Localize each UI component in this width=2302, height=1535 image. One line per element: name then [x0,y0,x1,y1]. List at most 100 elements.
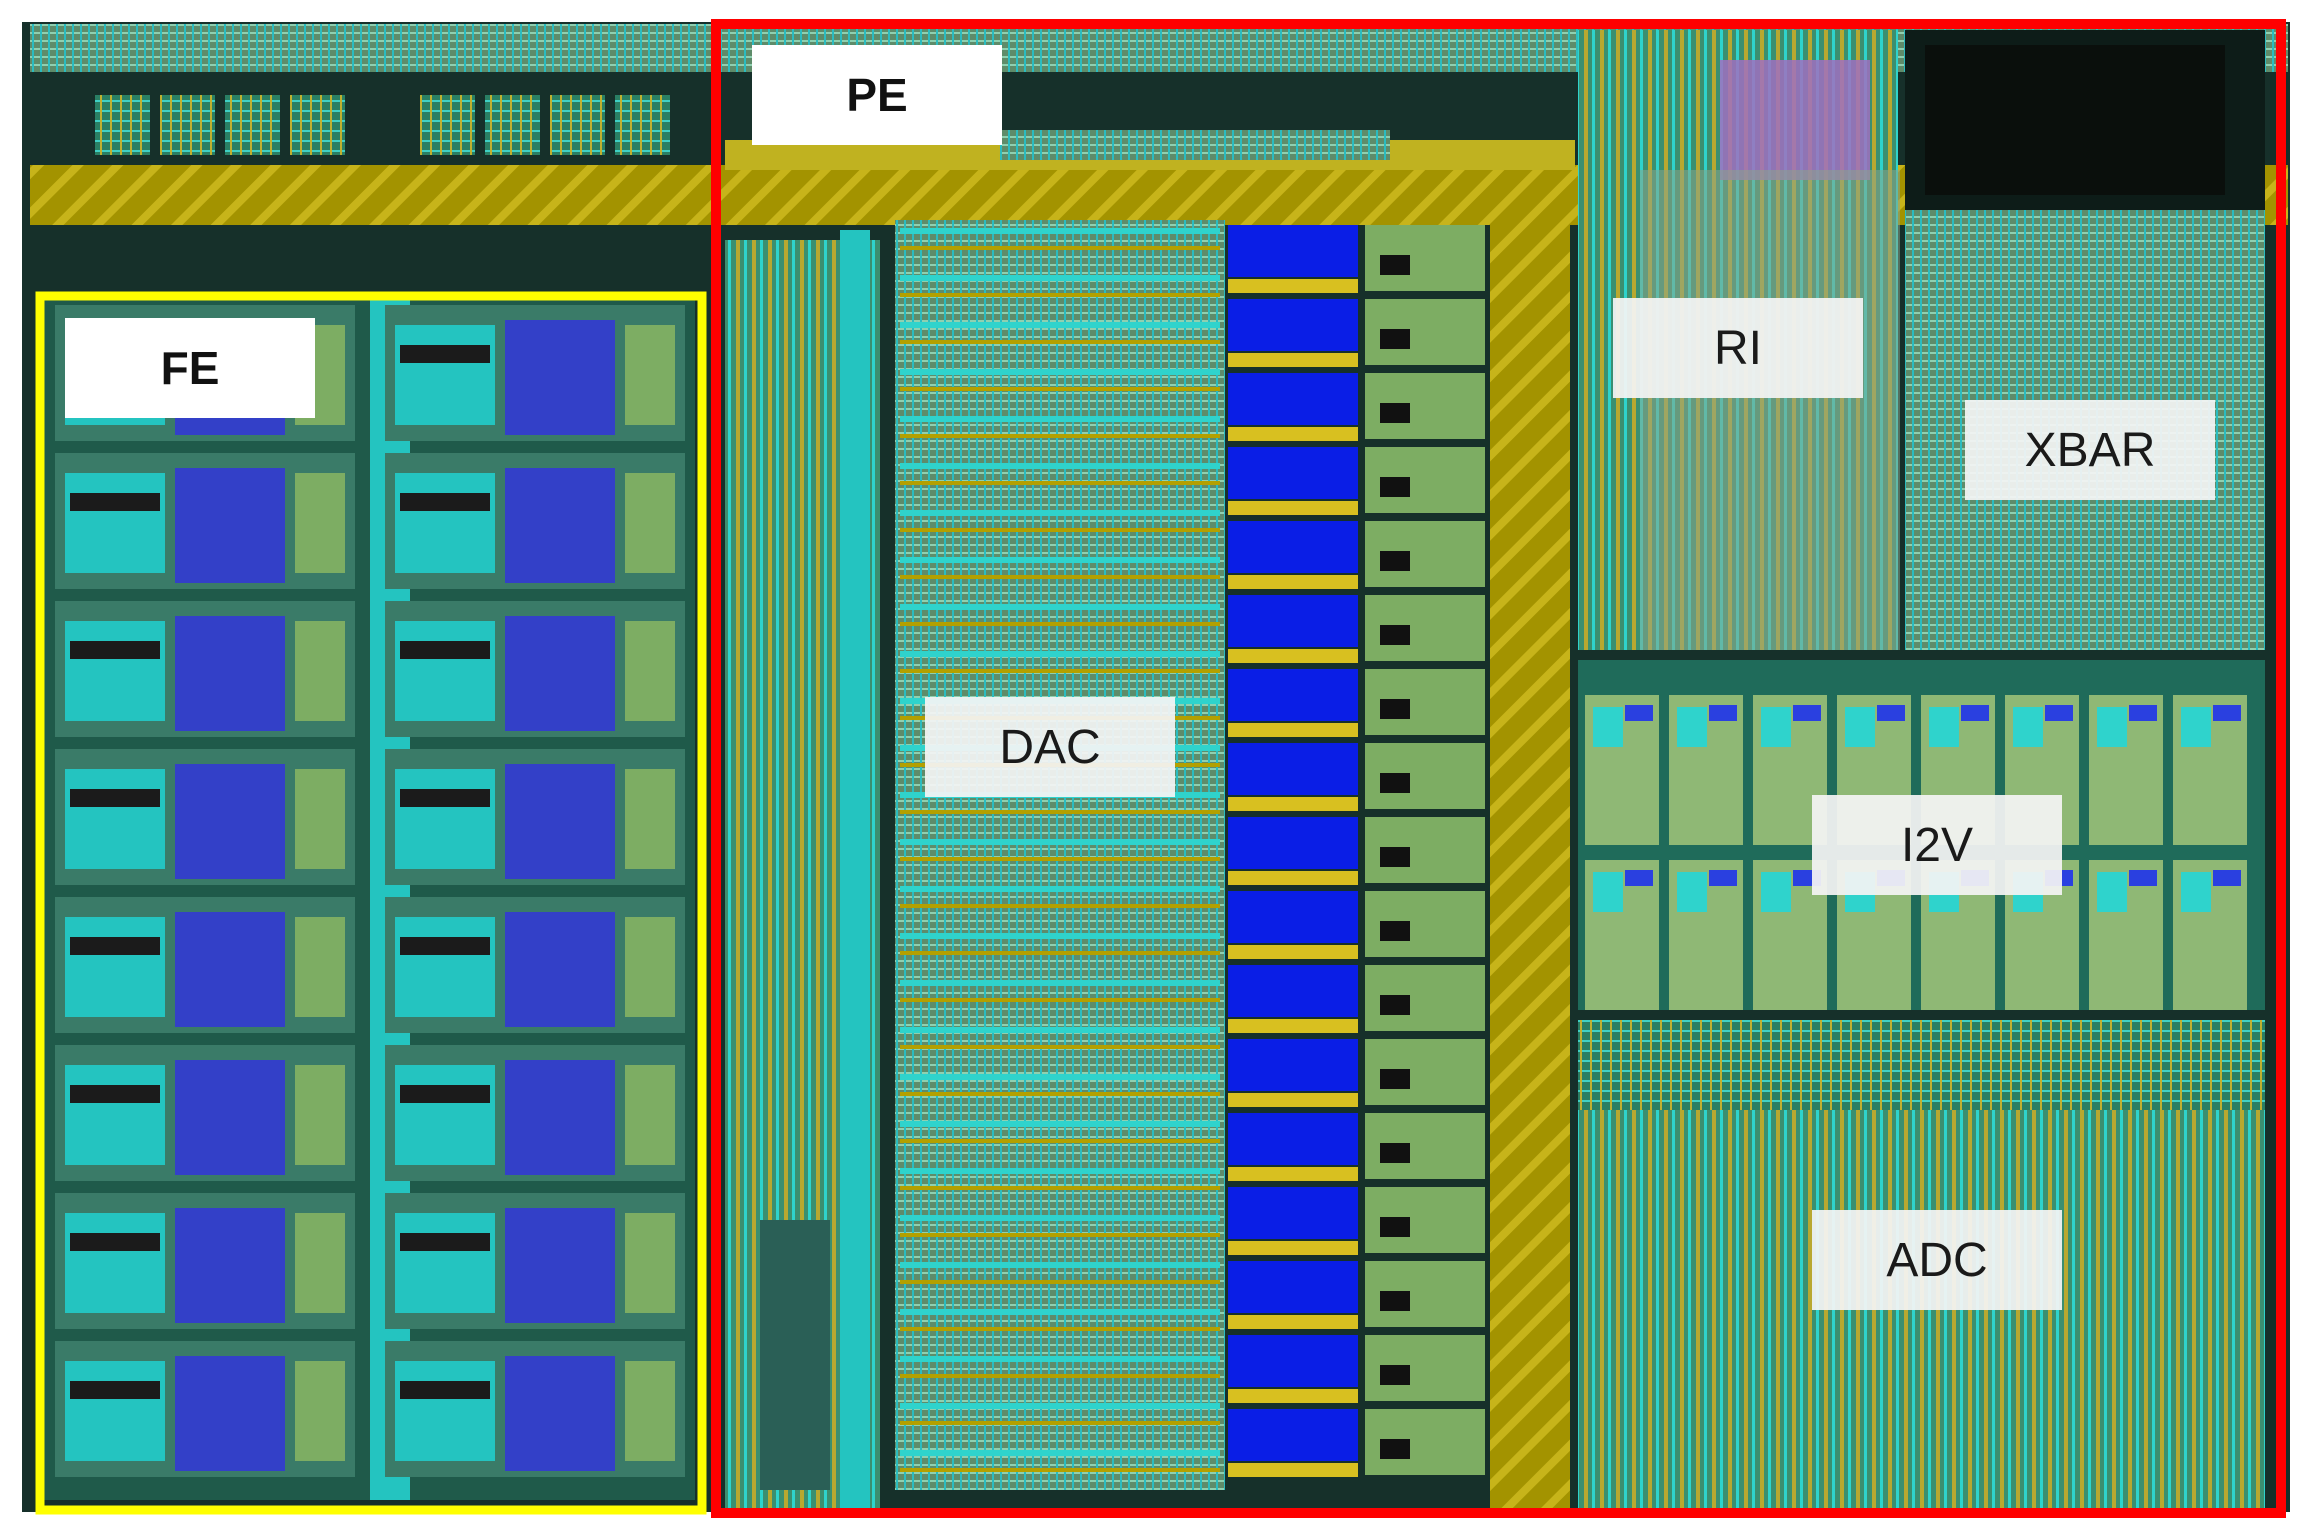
dac-blue-strap [1228,1241,1358,1255]
i2v-cell-metal [1593,872,1623,912]
dac-blue-cell [1228,1113,1358,1165]
dac-row-line [900,1309,1220,1315]
i2v-cell-metal [1761,707,1791,747]
dac-blue-strap [1228,1315,1358,1329]
label-i2v: I2V [1812,795,2062,895]
dac-row-line [900,1215,1220,1221]
pe-left-strip [725,230,880,1510]
dac-blue-cell [1228,521,1358,573]
fe-cell-diff [295,621,345,721]
fe-cell-metal [395,769,495,869]
dac-array [895,220,1225,1490]
dac-row-line [900,1027,1220,1033]
fe-cell-blue [505,1060,615,1175]
dac-blue-strap [1228,427,1358,441]
fe-cell-diff [295,473,345,573]
fe-cell-diff [295,1361,345,1461]
i2v-cell-metal [1845,707,1875,747]
fe-cell-diff [295,1065,345,1165]
dac-switch-contact [1380,1365,1410,1385]
dac-row-line [900,1045,1220,1049]
dac-switch-contact [1380,329,1410,349]
fe-cell-metal [395,325,495,425]
dac-blue-column [1228,225,1358,1477]
dac-switch-contact [1380,699,1410,719]
dac-row-line [900,904,1220,908]
dac-row-line [900,275,1220,281]
fe-cell-diff [295,1213,345,1313]
fe-cell-dark [400,1381,490,1399]
dac-switch-contact [1380,995,1410,1015]
dac-switch-contact [1380,1143,1410,1163]
fe-cell-metal [65,473,165,573]
i2v-cell-metal [1677,872,1707,912]
dac-row-line [900,1403,1220,1409]
fe-cell-metal [395,917,495,1017]
fe-cell-metal [65,1213,165,1313]
i2v-cell-metal [1593,707,1623,747]
dac-blue-cell [1228,373,1358,425]
i2v-cell-metal [1677,707,1707,747]
fe-cell-dark [70,1233,160,1251]
fe-cell-blue [505,320,615,435]
dac-blue-strap [1228,723,1358,737]
dac-blue-cell [1228,299,1358,351]
dac-row-line [900,1139,1220,1143]
fe-cell-dark [70,641,160,659]
i2v-cell-metal [1761,872,1791,912]
i2v-cell-metal [2013,707,2043,747]
i2v-cell-blue [2213,870,2241,886]
dac-row-line [900,933,1220,939]
fe-cell-metal [395,1065,495,1165]
dac-row-line [900,387,1220,391]
dac-row-line [900,1327,1220,1331]
dac-row-line [900,622,1220,626]
fe-cell-diff [625,1213,675,1313]
fe-cell-diff [625,917,675,1017]
dac-row-line [900,246,1220,250]
dac-blue-cell [1228,743,1358,795]
dac-blue-cell [1228,669,1358,721]
fe-cell-dark [400,789,490,807]
dac-switch-contact [1380,255,1410,275]
fe-cell-diff [625,1065,675,1165]
fe-cell-blue [505,468,615,583]
fe-cell-dark [70,789,160,807]
fe-cell-diff [295,917,345,1017]
i2v-cell-blue [1877,705,1905,721]
xbar-block [1905,30,2265,650]
fe-cell-metal [395,1361,495,1461]
dac-blue-strap [1228,1019,1358,1033]
fe-cell-metal [395,621,495,721]
fe-cell-dark [70,493,160,511]
dac-row-line [900,293,1220,297]
dac-blue-strap [1228,575,1358,589]
i2v-cell-metal [2181,872,2211,912]
i2v-cell-blue [2045,705,2073,721]
dac-switch-contact [1380,403,1410,423]
dac-switch-contact [1380,847,1410,867]
fe-cell-blue [175,912,285,1027]
dac-switch-contact [1380,921,1410,941]
fe-cell-dark [400,937,490,955]
dac-blue-strap [1228,797,1358,811]
dac-blue-cell [1228,595,1358,647]
fe-cell-metal [395,473,495,573]
dac-row-line [900,1074,1220,1080]
dac-row-line [900,886,1220,892]
dac-row-line [900,575,1220,579]
dac-blue-cell [1228,447,1358,499]
dac-row-line [900,463,1220,469]
dac-blue-cell [1228,1261,1358,1313]
i2v-cell-blue [1709,705,1737,721]
dac-switch-contact [1380,1069,1410,1089]
dac-row-line [900,857,1220,861]
i2v-cell-blue [1709,870,1737,886]
dac-row-line [900,1374,1220,1378]
dac-blue-cell [1228,1187,1358,1239]
dac-blue-cell [1228,965,1358,1017]
dac-row-line [900,651,1220,657]
fe-cell-blue [505,1208,615,1323]
dac-row-line [900,1356,1220,1362]
fe-cell-metal [395,1213,495,1313]
